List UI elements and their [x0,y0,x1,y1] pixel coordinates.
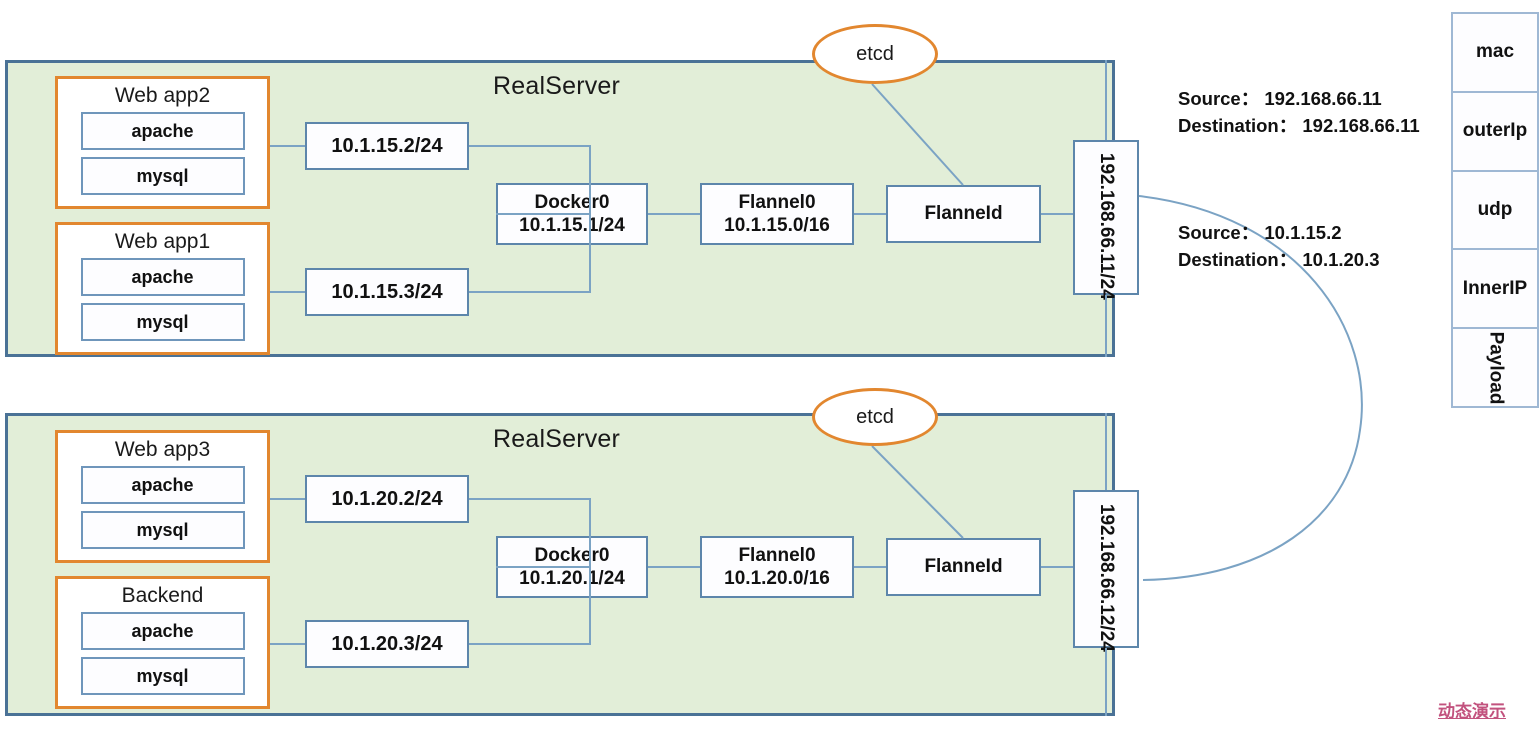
annotation-source-line: Source： 10.1.15.2 [1178,222,1342,243]
host-ip-192-168-66-11[interactable]: 192.168.66.11/24 [1073,140,1139,300]
host-ip-label: 192.168.66.11/24 [1095,152,1117,300]
docker0-top[interactable]: Docker0 10.1.15.1/24 [496,183,648,245]
pod-title: Backend [121,584,204,607]
packet-stack: mac outerIp udp InnerIP Payload [1451,12,1539,408]
pod-service-apache[interactable]: apache [80,258,245,296]
annotation-outer-header: Source： 192.168.66.11 Destination： 192.1… [1178,86,1420,140]
pod-web-app2[interactable]: Web app2 apache mysql [55,76,270,209]
annotation-destination-line: Destination： 192.168.66.11 [1178,114,1420,136]
annotation-destination-line: Destination： 10.1.20.3 [1178,248,1380,270]
docker0-name: Docker0 [534,191,610,213]
packet-layer-mac: mac [1453,14,1537,93]
pod-service-apache[interactable]: apache [80,466,245,504]
pod-service-mysql[interactable]: mysql [80,303,245,341]
server-title-bottom: RealServer [493,425,621,453]
container-ip-10-1-20-2[interactable]: 10.1.20.2/24 [305,475,469,523]
etcd-top[interactable]: etcd [812,24,938,84]
pod-title: Web app3 [114,438,211,461]
host-ip-label: 192.168.66.12/24 [1095,504,1117,652]
flanneld-bottom[interactable]: FlanneId [886,538,1041,596]
packet-layer-udp: udp [1453,172,1537,251]
pod-service-mysql[interactable]: mysql [80,657,245,695]
pod-service-apache[interactable]: apache [80,112,245,150]
container-ip-10-1-20-3[interactable]: 10.1.20.3/24 [305,620,469,668]
annotation-inner-header: Source： 10.1.15.2 Destination： 10.1.20.3 [1178,220,1380,274]
container-ip-10-1-15-2[interactable]: 10.1.15.2/24 [305,122,469,170]
flannel0-name: Flannel0 [738,191,816,213]
docker0-cidr: 10.1.20.1/24 [519,568,625,589]
flannel0-bottom[interactable]: Flannel0 10.1.20.0/16 [700,536,854,598]
watermark-label: 动态演示 [1438,702,1506,721]
container-ip-10-1-15-3[interactable]: 10.1.15.3/24 [305,268,469,316]
flanneld-top[interactable]: FlanneId [886,185,1041,243]
pod-web-app3[interactable]: Web app3 apache mysql [55,430,270,563]
pod-service-mysql[interactable]: mysql [80,511,245,549]
packet-layer-innerip: InnerIP [1453,250,1537,330]
flannel0-name: Flannel0 [738,544,816,566]
pod-service-mysql[interactable]: mysql [80,157,245,195]
flannel0-cidr: 10.1.20.0/16 [724,568,830,589]
flannel0-cidr: 10.1.15.0/16 [724,215,830,236]
pod-title: Web app2 [114,84,211,107]
pod-title: Web app1 [114,230,211,253]
pod-web-app1[interactable]: Web app1 apache mysql [55,222,270,355]
packet-layer-payload-label: Payload [1485,331,1506,405]
host-ip-192-168-66-12[interactable]: 192.168.66.12/24 [1073,490,1139,652]
pod-backend[interactable]: Backend apache mysql [55,576,270,709]
docker0-name: Docker0 [534,544,610,566]
packet-layer-outerip: outerIp [1453,93,1537,172]
server-title-top: RealServer [493,72,621,100]
pod-service-apache[interactable]: apache [80,612,245,650]
etcd-bottom[interactable]: etcd [812,388,938,446]
docker0-cidr: 10.1.15.1/24 [519,215,625,236]
annotation-source-line: Source： 192.168.66.11 [1178,88,1382,109]
docker0-bottom[interactable]: Docker0 10.1.20.1/24 [496,536,648,598]
packet-layer-payload: Payload [1453,329,1537,406]
flannel0-top[interactable]: Flannel0 10.1.15.0/16 [700,183,854,245]
